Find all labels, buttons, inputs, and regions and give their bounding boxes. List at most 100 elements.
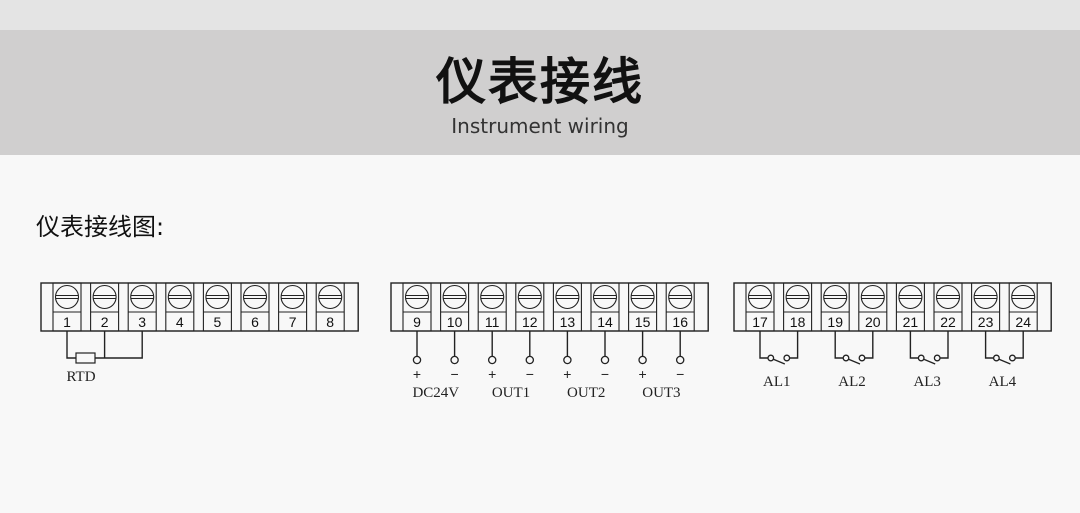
screw-icon [935, 284, 961, 310]
terminal-post-icon [600, 355, 610, 365]
screw-icon [630, 284, 655, 310]
polarity-sign: + [563, 366, 571, 382]
page-subtitle: Instrument wiring [451, 114, 629, 138]
page-title: 仪表接线 [436, 53, 644, 111]
screw-icon [860, 284, 885, 310]
terminal-block: 1 2 3 4 5 6 7 8 [40, 282, 359, 332]
switch-connection: AL3 [909, 331, 949, 390]
terminal-block: 17 18 19 20 21 22 23 24 [733, 282, 1052, 332]
connection-label: DC24V [412, 385, 459, 401]
terminal-number: 12 [522, 314, 538, 330]
terminal-1: 1 [52, 282, 82, 332]
terminal-13: 13 [552, 282, 582, 332]
terminal-number: 17 [752, 314, 768, 330]
terminal-14: 14 [590, 282, 620, 332]
terminal-number: 2 [101, 314, 109, 330]
screw-icon [92, 284, 117, 310]
terminal-number: 20 [865, 314, 881, 330]
terminal-6: 6 [240, 282, 270, 332]
screw-icon [54, 284, 80, 310]
terminal-number: 21 [903, 314, 919, 330]
screw-icon [785, 284, 810, 310]
connection-label: AL3 [913, 374, 941, 390]
terminal-post-icon [563, 355, 572, 365]
connection-label: OUT2 [567, 385, 605, 401]
screw-icon [668, 284, 693, 310]
pair-connection: +−OUT3 [638, 331, 685, 401]
terminal-post-icon [525, 355, 535, 365]
screw-icon [404, 284, 430, 310]
section-title: 仪表接线图: [36, 213, 165, 241]
pair-connection: + − OUT1 [487, 331, 535, 401]
screw-icon [318, 284, 343, 310]
screw-icon [747, 284, 773, 310]
terminal-number: 13 [560, 314, 576, 330]
terminal-number: 24 [1015, 314, 1031, 330]
terminal-post-icon [450, 355, 459, 365]
polarity-sign: + [488, 366, 496, 382]
terminal-19: 19 [820, 282, 850, 332]
screw-icon [1011, 284, 1036, 310]
terminal-number: 14 [597, 314, 613, 330]
terminal-8: 8 [315, 282, 345, 332]
polarity-sign: + [639, 366, 647, 382]
terminal-7: 7 [278, 282, 308, 332]
terminal-24: 24 [1008, 282, 1038, 332]
switch-connection: AL4 [984, 331, 1024, 390]
terminal-number: 16 [672, 314, 688, 330]
polarity-sign: − [451, 366, 459, 382]
terminal-17: 17 [745, 282, 775, 332]
top-strip [0, 0, 1080, 30]
terminal-4: 4 [165, 282, 195, 332]
header-band: 仪表接线 Instrument wiring [0, 30, 1080, 155]
terminal-number: 4 [176, 314, 184, 330]
terminal-post-icon [638, 355, 647, 365]
screw-icon [517, 284, 542, 310]
terminal-10: 10 [440, 282, 470, 332]
terminal-2: 2 [90, 282, 120, 332]
terminal-16: 16 [665, 282, 695, 332]
terminal-number: 1 [63, 314, 71, 330]
switch-connection: AL1 [759, 331, 799, 390]
connection-label: AL2 [838, 374, 866, 390]
screw-icon [592, 284, 618, 310]
terminal-post-icon [675, 355, 685, 365]
terminal-3: 3 [127, 282, 157, 332]
terminal-number: 15 [635, 314, 651, 330]
terminal-11: 11 [477, 282, 507, 332]
terminal-18: 18 [783, 282, 813, 332]
pair-connection: + − DC24V [412, 331, 459, 401]
switch-icon [842, 354, 866, 365]
terminal-number: 19 [827, 314, 843, 330]
terminal-20: 20 [858, 282, 888, 332]
terminal-number: 7 [289, 314, 297, 330]
screw-icon [898, 284, 923, 310]
screw-icon [480, 284, 505, 310]
polarity-sign: − [601, 366, 609, 382]
terminal-22: 22 [933, 282, 963, 332]
polarity-sign: + [413, 366, 421, 382]
terminal-number: 6 [251, 314, 259, 330]
polarity-sign: − [526, 366, 534, 382]
terminal-12: 12 [515, 282, 545, 332]
terminal-number: 23 [978, 314, 994, 330]
terminal-number: 8 [326, 314, 334, 330]
switch-icon [992, 354, 1016, 365]
screw-icon [205, 284, 230, 310]
switch-icon [767, 354, 791, 365]
connection-label: AL4 [989, 374, 1017, 390]
pair-connection: + − OUT2 [563, 331, 610, 401]
terminal-number: 9 [413, 314, 421, 330]
switch-connection: AL2 [834, 331, 874, 390]
polarity-sign: − [676, 366, 684, 382]
connection-label: OUT1 [492, 385, 530, 401]
resistor-icon [75, 352, 96, 364]
terminal-21: 21 [895, 282, 925, 332]
connection-label: AL1 [763, 374, 791, 390]
screw-icon [442, 284, 467, 310]
resistor-connection: RTD [66, 331, 143, 385]
terminal-5: 5 [202, 282, 232, 332]
switch-icon [917, 354, 941, 365]
